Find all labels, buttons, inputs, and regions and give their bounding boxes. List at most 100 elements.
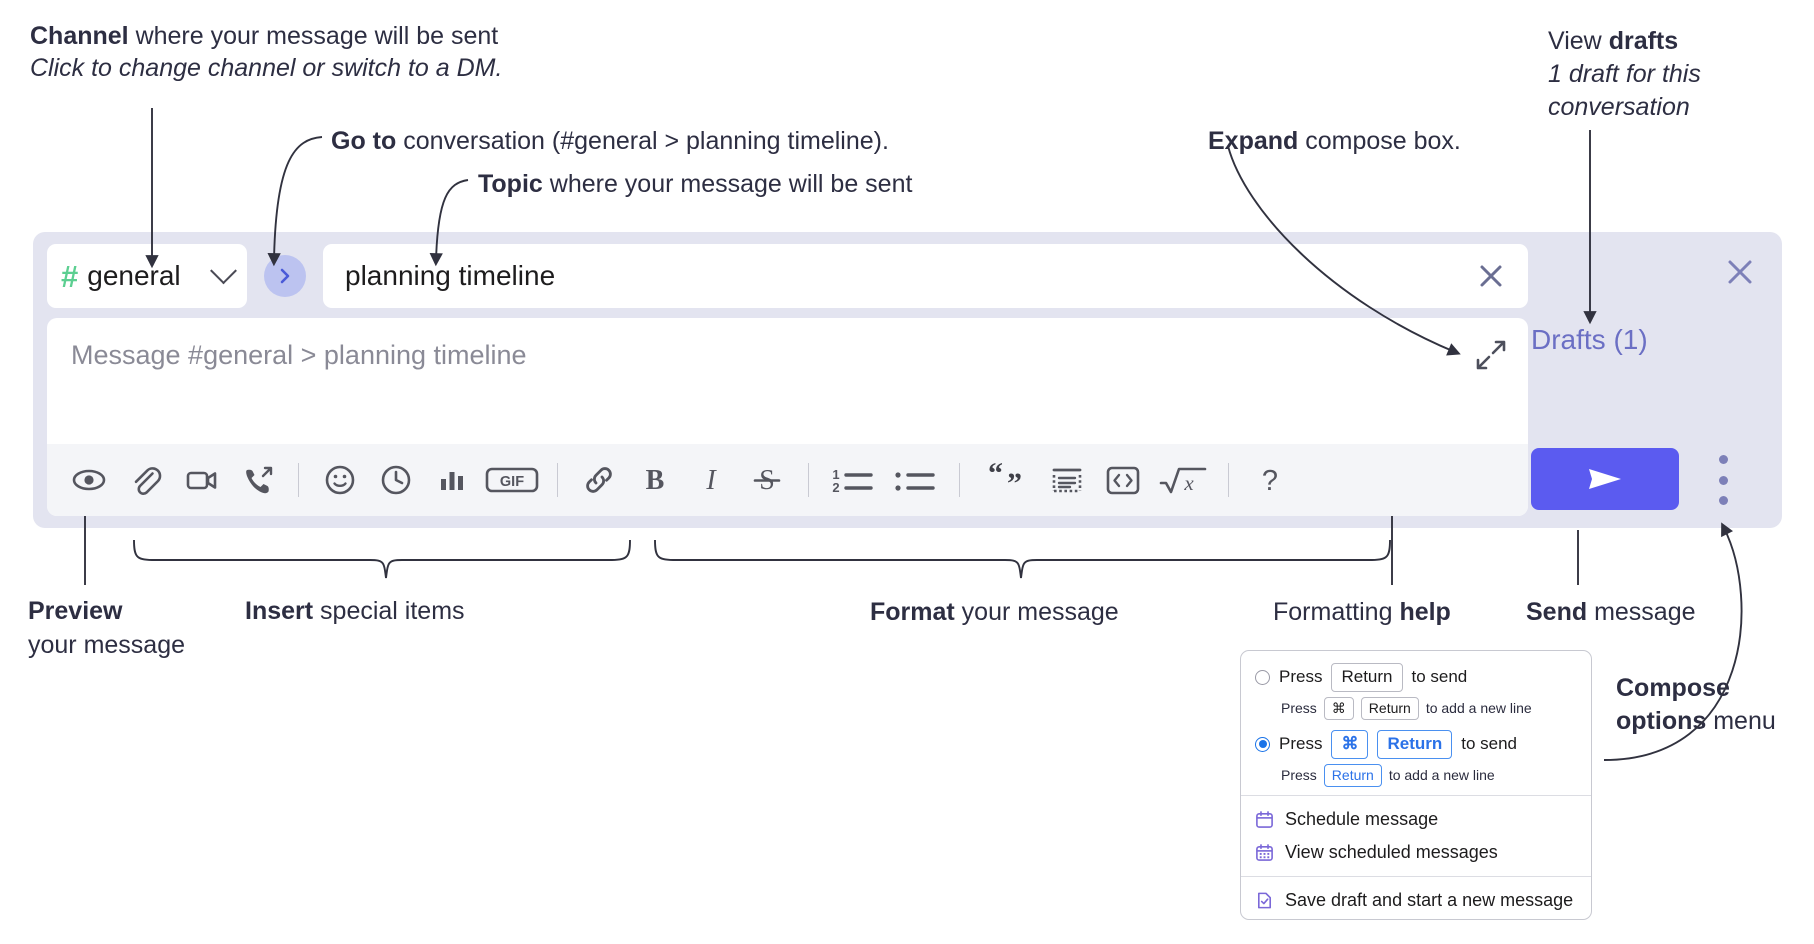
clock-icon[interactable] [368, 452, 424, 508]
key-chip-return: Return [1377, 729, 1453, 759]
annotation-drafts-sub: 1 draft for this conversation [1548, 60, 1701, 121]
menu-item-view-scheduled-messages[interactable]: View scheduled messages [1241, 836, 1591, 869]
annotation-compose-rest: menu [1706, 706, 1776, 735]
video-icon[interactable] [173, 452, 229, 508]
annotation-help: Formatting help [1273, 596, 1451, 628]
chevron-right-icon [280, 268, 290, 284]
link-icon[interactable] [571, 452, 627, 508]
brace-format [654, 539, 1391, 579]
emoji-icon[interactable] [312, 452, 368, 508]
topic-value: planning timeline [345, 260, 556, 291]
option-sub-post: to add a new line [1388, 767, 1495, 784]
send-button[interactable] [1531, 448, 1679, 510]
close-icon[interactable] [1472, 257, 1510, 295]
svg-text:2: 2 [832, 480, 839, 495]
divider [808, 463, 809, 497]
message-placeholder: Message #general > planning timeline [71, 340, 527, 370]
annotation-topic: Topic where your message will be sent [478, 168, 912, 200]
annotation-drafts-plain: View [1548, 27, 1609, 55]
option-sub-pre: Press [1281, 700, 1317, 717]
svg-text:B: B [646, 465, 665, 496]
annotation-preview: Preview your message [28, 595, 185, 662]
help-icon[interactable]: ? [1242, 452, 1298, 508]
svg-text:1: 1 [832, 467, 839, 482]
divider [959, 463, 960, 497]
annotation-send-bold: Send [1526, 598, 1588, 626]
drafts-link[interactable]: Drafts (1) [1531, 324, 1648, 355]
poll-icon[interactable] [424, 452, 480, 508]
annotation-format-bold: Format [870, 598, 955, 626]
annotation-drafts: View drafts 1 draft for this conversatio… [1548, 25, 1798, 124]
key-chip-cmd: ⌘ [1323, 696, 1354, 720]
menu-option-return-to-send[interactable]: Press Return to send Press ⌘ Return to a… [1241, 661, 1591, 720]
menu-item-label: View scheduled messages [1285, 841, 1498, 862]
annotation-send: Send message [1526, 596, 1696, 628]
call-forward-icon[interactable] [229, 452, 285, 508]
inline-code-icon[interactable] [1095, 452, 1151, 508]
annotation-insert-bold: Insert [245, 597, 314, 625]
menu-option-cmd-return-to-send[interactable]: Press ⌘ Return to send Press Return to a… [1241, 728, 1591, 787]
code-block-icon[interactable] [1039, 452, 1095, 508]
save-draft-icon [1255, 891, 1274, 910]
key-chip-return: Return [1331, 663, 1403, 692]
divider [1228, 463, 1229, 497]
menu-divider [1241, 794, 1591, 796]
divider [298, 463, 299, 497]
option-post: to send [1411, 667, 1468, 687]
blockquote-icon[interactable]: “” [973, 452, 1039, 508]
go-to-conversation-button[interactable] [264, 255, 306, 297]
key-chip-cmd: ⌘ [1331, 729, 1369, 759]
annotation-channel: Channel where your message will be sent … [30, 20, 502, 84]
topic-input[interactable]: planning timeline [323, 244, 1528, 308]
brace-insert [133, 539, 631, 579]
kebab-dot [1718, 455, 1728, 464]
annotation-compose-menu: Compose options menu [1616, 672, 1806, 737]
bold-icon[interactable]: B [627, 452, 683, 508]
italic-icon[interactable]: I [683, 452, 739, 508]
close-icon[interactable] [1720, 252, 1760, 292]
menu-divider [1241, 875, 1591, 877]
option-sub-post: to add a new line [1425, 700, 1532, 717]
bulleted-list-icon[interactable] [884, 452, 946, 508]
hash-icon: # [61, 258, 79, 294]
annotation-goto-rest: conversation (#general > planning timeli… [396, 127, 889, 155]
chevron-down-icon [210, 256, 237, 284]
menu-item-save-draft[interactable]: Save draft and start a new message [1241, 884, 1591, 917]
strikethrough-icon[interactable]: S [739, 452, 795, 508]
annotation-insert-rest: special items [313, 597, 465, 625]
menu-item-label: Schedule message [1285, 808, 1439, 829]
calendar-grid-icon [1255, 843, 1274, 862]
radio-button[interactable] [1255, 669, 1270, 685]
formatting-toolbar: GIF B I S [47, 444, 1528, 516]
annotation-preview-bold: Preview [28, 597, 123, 625]
attachment-icon[interactable] [117, 452, 173, 508]
menu-item-schedule-message[interactable]: Schedule message [1241, 803, 1591, 836]
annotation-expand-bold: Expand [1208, 127, 1299, 155]
annotation-channel-rest: where your message will be sent [128, 22, 499, 50]
kebab-dot [1718, 475, 1728, 485]
annotation-expand-rest: compose box. [1298, 127, 1461, 155]
channel-selector[interactable]: # general [47, 244, 247, 308]
expand-icon[interactable] [1474, 338, 1510, 374]
annotation-format: Format your message [870, 596, 1119, 628]
kebab-dot [1718, 496, 1728, 505]
annotation-format-rest: your message [954, 598, 1119, 626]
svg-text:?: ? [1262, 465, 1278, 497]
preview-icon[interactable] [61, 452, 117, 508]
message-input[interactable]: Message #general > planning timeline [47, 318, 1528, 444]
annotation-channel-sub: Click to change channel or switch to a D… [30, 54, 503, 82]
svg-text:“: “ [988, 460, 1003, 490]
gif-icon[interactable]: GIF [480, 452, 544, 508]
option-pre: Press [1279, 734, 1323, 754]
compose-options-button[interactable] [1710, 455, 1736, 505]
annotation-help-bold: help [1399, 598, 1451, 626]
annotation-channel-bold: Channel [30, 22, 129, 50]
latex-icon[interactable]: x [1151, 452, 1215, 508]
svg-text:”: ” [1007, 467, 1022, 500]
annotation-goto: Go to conversation (#general > planning … [331, 125, 889, 157]
annotation-preview-sub: your message [28, 630, 186, 659]
radio-button-selected[interactable] [1255, 736, 1270, 752]
divider [557, 463, 558, 497]
annotation-topic-bold: Topic [478, 170, 543, 198]
